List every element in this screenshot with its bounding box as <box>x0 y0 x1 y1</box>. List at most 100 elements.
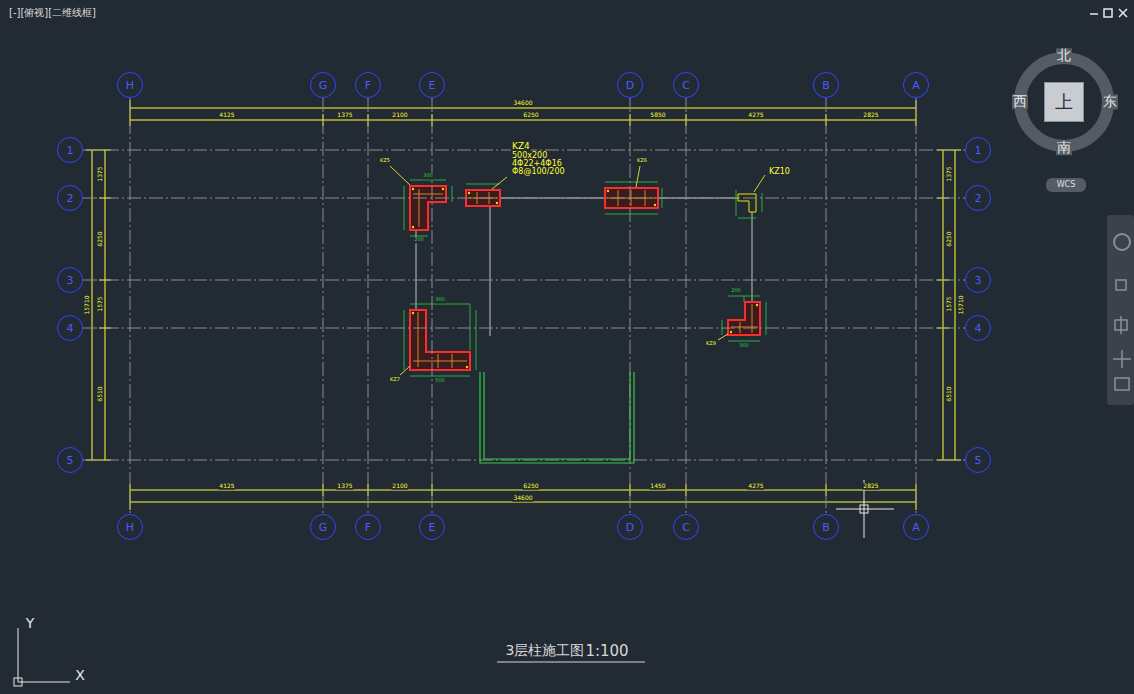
leader <box>636 166 640 187</box>
grid-line <box>323 98 324 514</box>
node-text: E <box>429 80 436 91</box>
column-dim-text: 200 <box>413 237 425 243</box>
node-text: 3 <box>975 275 982 286</box>
axis-bubble: C <box>673 514 699 540</box>
column-kz10 <box>738 194 756 212</box>
dimension-text: 1375 <box>336 112 353 119</box>
axis-bubble: 3 <box>57 267 83 293</box>
axis-letter: X <box>74 668 86 683</box>
grid-line <box>916 98 917 514</box>
grid-line <box>826 98 827 514</box>
dimension-text: 4275 <box>747 483 764 490</box>
axis-bubble: D <box>617 72 643 98</box>
column-label: KZ5 <box>379 158 391 164</box>
columns <box>410 186 760 370</box>
grid-line <box>83 460 965 461</box>
grid-line <box>630 98 631 514</box>
dimension-text: 5850 <box>649 112 666 119</box>
node-text: F <box>365 80 371 91</box>
dimension-text: 4125 <box>218 112 235 119</box>
node-text: WCS <box>1057 181 1076 189</box>
rebar-dot <box>412 312 414 314</box>
window-controls <box>1090 9 1127 17</box>
axis-bubble: H <box>117 72 143 98</box>
axis-bubble: 1 <box>57 137 83 163</box>
grid-line <box>83 198 965 199</box>
grid-line <box>368 98 369 514</box>
rebar-dot <box>466 366 468 368</box>
title-underline <box>497 662 645 663</box>
node-text: A <box>912 522 920 533</box>
rebar <box>413 312 467 368</box>
dimension-lines <box>86 100 961 510</box>
wcs-button: WCS <box>1046 178 1086 192</box>
nav-icon <box>1113 350 1131 368</box>
l-column <box>410 310 470 370</box>
compass-label: 北 <box>1056 48 1072 63</box>
dimension-text: 2825 <box>862 483 879 490</box>
dimension-text: 6510 <box>946 385 953 402</box>
beam-line <box>416 198 752 336</box>
leader <box>492 177 507 189</box>
dimension-text: 15710 <box>84 294 91 315</box>
column-dim <box>736 190 762 218</box>
axis-bubble: A <box>903 72 929 98</box>
axis-bubble: 3 <box>965 267 991 293</box>
axis-bubble: F <box>355 72 381 98</box>
drawing-title: 3层柱施工图 <box>505 643 586 658</box>
dimension-text: 6250 <box>522 112 539 119</box>
column-dim <box>404 304 476 376</box>
dimension-text: 6250 <box>946 230 953 247</box>
column-label: KZ9 <box>705 341 717 347</box>
ucs-origin <box>14 678 22 686</box>
node-text: H <box>126 80 134 91</box>
column-dim <box>722 296 766 341</box>
rebar-dot <box>756 304 758 306</box>
dimension-text: 2100 <box>391 112 408 119</box>
dimension-text: 1575 <box>946 295 953 312</box>
l-column <box>728 302 760 335</box>
grid-line <box>83 280 965 281</box>
dimension-text: 1375 <box>946 165 953 182</box>
dimension-text: 34600 <box>512 100 533 107</box>
grid-line <box>686 98 687 514</box>
column-label: KZ7 <box>389 377 401 383</box>
dimension-text: 6510 <box>97 385 104 402</box>
rebar-lines <box>413 189 758 368</box>
node-text: G <box>319 522 328 533</box>
axis-bubble: H <box>117 514 143 540</box>
stair-line <box>484 372 630 459</box>
axis-bubble: E <box>419 514 445 540</box>
nav-icon <box>1115 378 1129 390</box>
close-icon <box>1119 9 1127 17</box>
stair-outline <box>480 372 634 463</box>
leader <box>390 166 410 185</box>
node-text: 4 <box>975 323 982 334</box>
column-dim-text: 300 <box>738 343 750 349</box>
column-label: KZ6 <box>636 158 648 164</box>
nav-icon <box>1114 234 1130 250</box>
node-text: D <box>626 80 634 91</box>
column-label: KZ10 <box>768 168 791 177</box>
column-label: Φ8@100/200 <box>511 168 566 177</box>
dimension-text: 1375 <box>97 165 104 182</box>
axis-bubble: B <box>813 514 839 540</box>
compass-label: 南 <box>1056 140 1072 155</box>
stair-line <box>480 372 634 463</box>
node-text: A <box>912 80 920 91</box>
node-text: G <box>319 80 328 91</box>
axis-bubble: G <box>310 72 336 98</box>
node-text: 1 <box>67 145 74 156</box>
compass-label: 西 <box>1012 94 1028 109</box>
rebar-dot <box>442 188 444 190</box>
dimension-text: 6250 <box>97 230 104 247</box>
rebar-dot <box>607 190 609 192</box>
node-text: 3 <box>67 275 74 286</box>
dimension-text: 1450 <box>649 483 666 490</box>
rebar-dot <box>730 331 732 333</box>
dimension-text: 1375 <box>336 483 353 490</box>
scale-text: 1:100 <box>584 643 629 660</box>
